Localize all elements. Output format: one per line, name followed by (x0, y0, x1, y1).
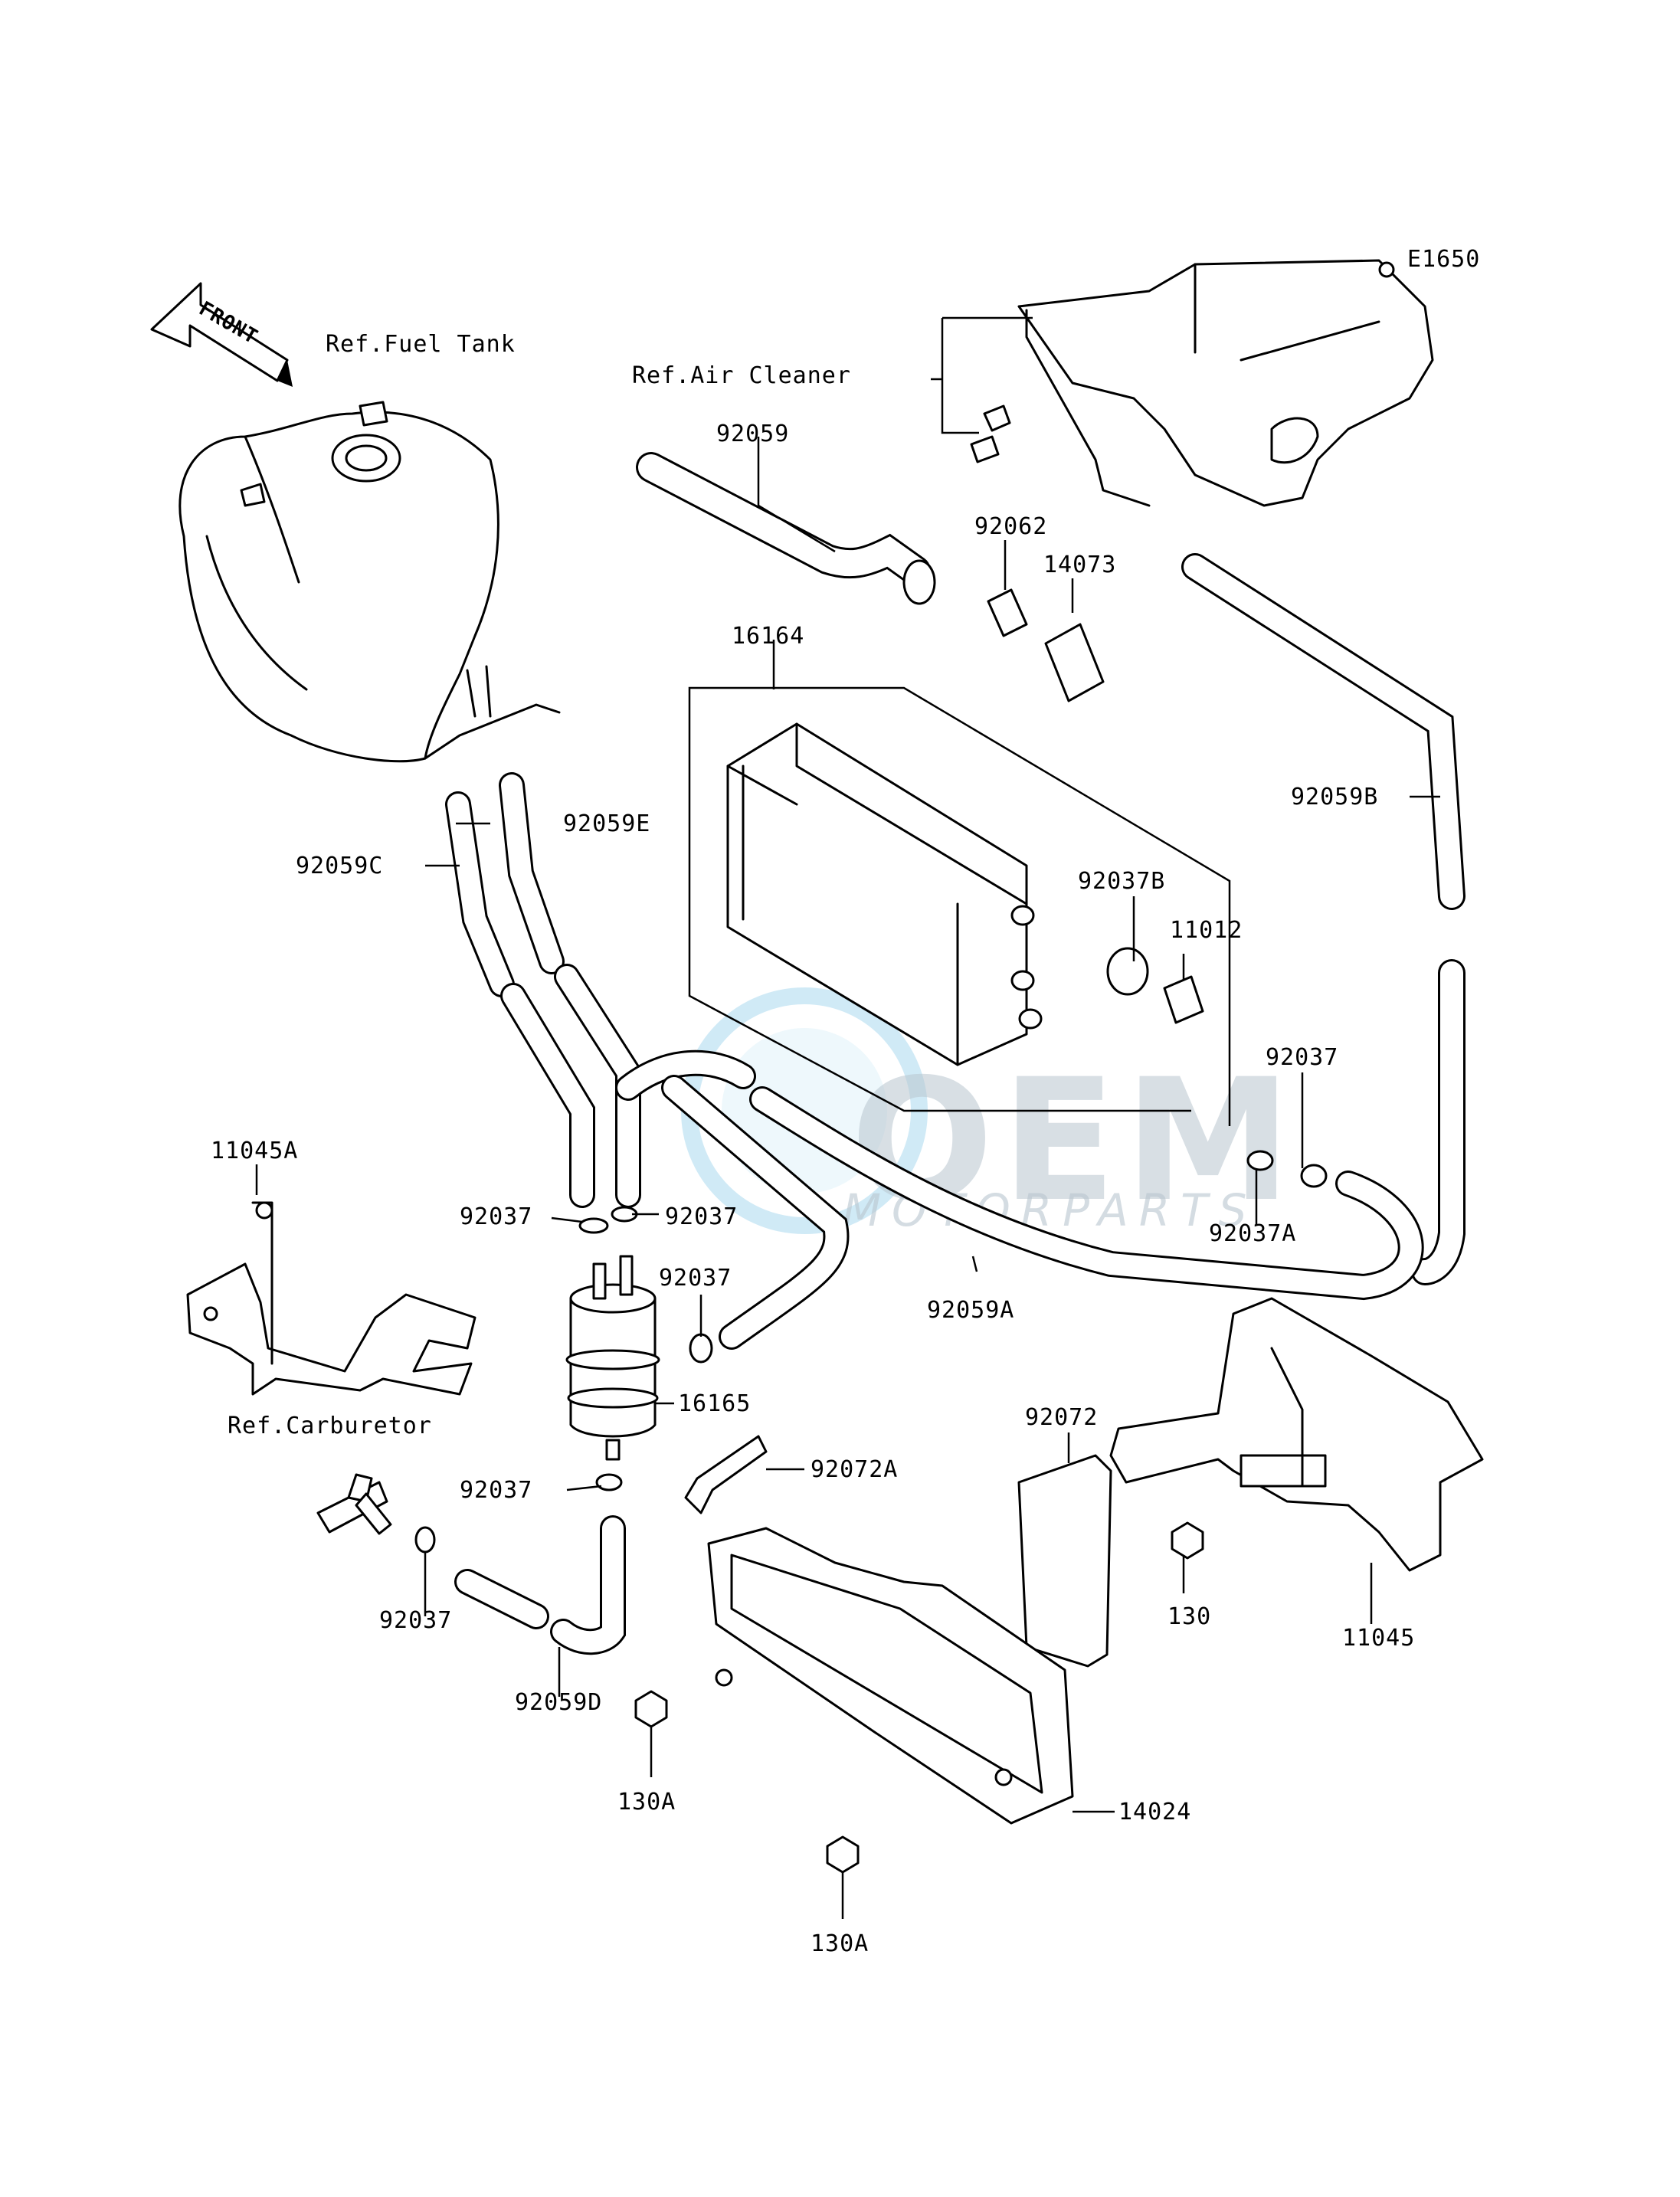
strap-92072 (1017, 1454, 1112, 1668)
callout: 92059 (716, 421, 789, 447)
callout: 92037 (659, 1265, 732, 1292)
callout: 14073 (1043, 552, 1116, 578)
bracket-11045 (1109, 1297, 1484, 1572)
callout: 130 (1167, 1603, 1211, 1630)
hose-92059a (500, 964, 1424, 1350)
hose-92059d (454, 1515, 626, 1655)
cap-11012 (1163, 975, 1204, 1024)
ref-carburetor-label: Ref.Carburetor (228, 1413, 432, 1439)
callout: 11045A (211, 1138, 298, 1164)
callout: 14024 (1118, 1799, 1191, 1825)
callout: 92037 (460, 1477, 532, 1504)
bracket-11045a (186, 1201, 476, 1396)
ref-air-cleaner-label: Ref.Air Cleaner (632, 362, 851, 389)
callout: 16164 (732, 623, 804, 650)
callout: 92059B (1291, 784, 1378, 810)
hose-92059b (1181, 553, 1465, 1285)
clamp-92072a (684, 1435, 768, 1514)
tray-14024 (707, 1527, 1074, 1825)
bolt-130a-upper-icon (634, 1690, 668, 1728)
canister-16164 (726, 722, 1043, 1066)
fuel-tank-drawing (178, 401, 561, 763)
callout: 92059A (927, 1297, 1014, 1324)
callout: 92037B (1078, 868, 1165, 895)
diagram-code: E1650 (1407, 246, 1480, 273)
callout: 92062 (974, 513, 1047, 540)
hoses-92059c-92059e (445, 772, 565, 997)
callout: 92037 (665, 1203, 738, 1230)
callout: 92037 (460, 1203, 532, 1230)
fuel-filter-16165 (565, 1255, 660, 1461)
callout: 11012 (1170, 917, 1243, 944)
air-cleaner-drawing (970, 259, 1434, 507)
bolt-130a-lower-icon (826, 1835, 860, 1874)
hose-92059 (636, 452, 936, 605)
callout: 11045 (1342, 1625, 1415, 1652)
callout: 92037 (379, 1607, 452, 1634)
callout: 92059C (296, 853, 383, 879)
callout: 92059D (515, 1689, 602, 1716)
carburetor-tee (316, 1473, 392, 1535)
callout: 92072A (811, 1456, 898, 1483)
ref-fuel-tank-label: Ref.Fuel Tank (326, 331, 516, 358)
clip-92037b (1106, 947, 1149, 996)
callout: 92037 (1266, 1044, 1338, 1071)
air-cleaner-bracket (931, 316, 1033, 434)
callout: 92072 (1025, 1404, 1098, 1431)
callout: 130A (811, 1930, 869, 1957)
front-arrow-icon: FRONT (150, 282, 293, 387)
leader-lines (255, 437, 1440, 1919)
canister-bracket (688, 686, 1231, 1126)
callout: 92059E (563, 810, 650, 837)
callout: 92037A (1209, 1220, 1296, 1247)
callout: 16165 (678, 1390, 751, 1417)
callout: 130A (617, 1789, 676, 1816)
clip-14073 (1044, 623, 1105, 702)
bolt-130-icon (1171, 1521, 1204, 1560)
connector-92062 (987, 588, 1028, 637)
